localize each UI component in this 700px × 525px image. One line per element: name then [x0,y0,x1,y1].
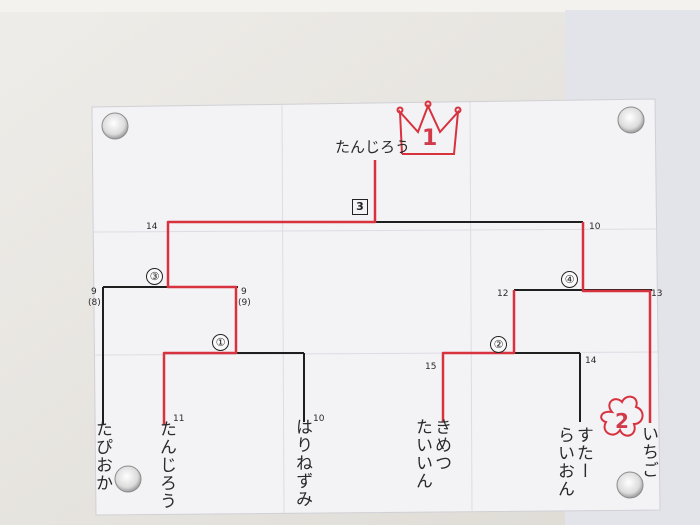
player-name-2: たんじろう [156,420,176,510]
magnet-bottom-right [616,471,644,499]
left-semi-left-score-alt: (8) [88,298,101,308]
flower-badge-icon [600,395,644,437]
right-semi-left-score: 12 [497,289,509,299]
player-name-6: いちご [638,425,658,479]
magnet-top-right [617,106,645,134]
champion-name: たんじろう [335,138,411,156]
left-quarter-right-score: 10 [313,414,325,424]
crown-icon [396,100,462,155]
player-name-4: きめつ たいいん [412,418,451,490]
final-round-label: 3 [352,199,368,215]
first-place-badge: 1 [422,126,438,151]
right-quarter-right-score: 14 [585,356,597,366]
player-name-1: たぴおか [92,420,112,492]
left-quarter-left-score: 11 [173,414,185,424]
right-semi-right-score: 13 [651,289,663,299]
second-place-badge: 2 [615,409,629,433]
final-left-score: 14 [146,222,158,232]
winner-path [162,160,652,425]
wall-top [0,0,700,12]
left-quarter-round-label: ① [212,334,229,351]
right-quarter-round-label: ② [490,336,507,353]
player-name-3: はりねずみ [292,418,312,508]
right-quarter-left-score: 15 [425,362,437,372]
final-right-score: 10 [589,222,601,232]
left-semi-round-label: ③ [146,268,163,285]
magnet-bottom-left [114,465,142,493]
right-semi-round-label: ④ [561,271,578,288]
magnet-top-left [101,112,129,140]
paper-sheet [91,98,661,516]
player-name-5: すたー らいおん [554,426,593,498]
left-semi-right-score: 9 [241,287,247,297]
left-semi-right-score-alt: (9) [238,298,251,308]
left-semi-left-score: 9 [91,287,97,297]
